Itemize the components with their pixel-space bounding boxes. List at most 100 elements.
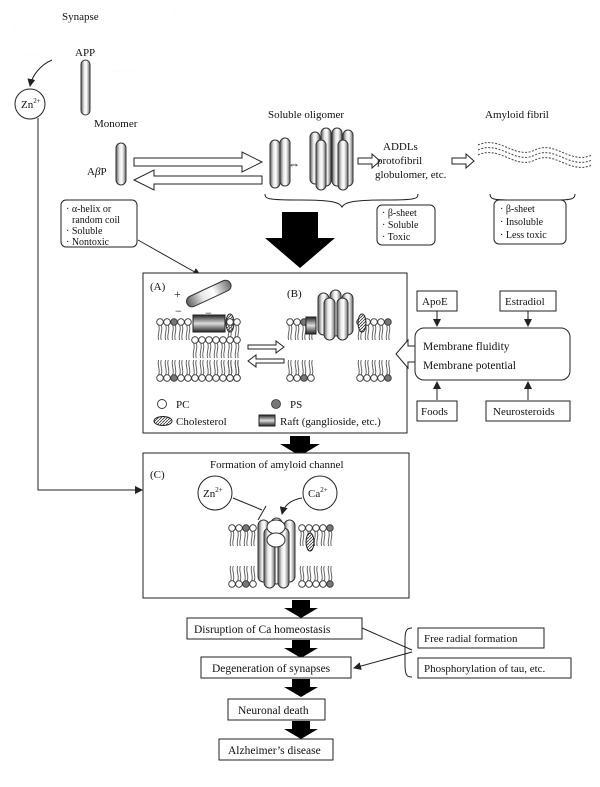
lipid-tail [192,343,195,359]
panel-b-raft [305,316,317,335]
free-radical-label: Free radial formation [424,633,518,645]
lipid-tail [174,359,177,375]
lipid-tail [171,359,174,375]
lipid-tail [320,531,323,547]
lipid-tail [164,359,167,375]
lipid-tail [230,359,233,375]
abp-monomer [115,142,127,186]
lipid-head [286,374,294,382]
lipid-tail [330,531,333,547]
ca-influx-arrow [279,497,303,515]
lipid-head [212,374,220,382]
lipid-tail [301,359,304,375]
lipid-tail [185,359,188,375]
monomer-properties-box [60,199,138,248]
oligomer-exchange-arrow: ⇔ [288,157,300,171]
legend-cholesterol: Cholesterol [176,416,227,428]
lipid-tail [246,531,249,547]
lipid-tail [199,343,202,359]
lipid-head [326,580,334,588]
lipid-head [177,374,185,382]
lipid-tail [160,359,163,375]
lipid-tail [223,359,226,375]
lipid-head [305,524,313,532]
lipid-tail [385,325,388,341]
phosphorylation-label: Phosphorylation of tau, etc. [424,663,546,675]
addls-2: globulomer, etc. [375,169,447,181]
lipid-tail [371,359,374,375]
lipid-tail [367,359,370,375]
phosphorylation-box [417,657,572,679]
lipid-head [205,336,213,344]
panel-a-abp [186,279,232,308]
lipid-tail [290,359,293,375]
minus-charge-2: − [205,306,212,320]
degeneration-box [200,656,352,679]
monomer-to-membrane-arrow [137,239,201,276]
membrane-potential: Membrane potential [423,360,516,372]
lipid-tail [227,343,230,359]
amyloid-fibril-strands [477,142,593,168]
lipid-tail [243,531,246,547]
zn-to-channel-arrow [37,118,143,494]
lipid-tail [206,359,209,375]
lipid-tail [164,325,167,341]
lipid-head [191,336,199,344]
lipid-head [370,374,378,382]
lipid-tail [192,359,195,375]
channel-zn-label: Zn2+ [203,486,223,500]
lipid-head [156,374,164,382]
lipid-tail [371,325,374,341]
lipid-tail [301,325,304,341]
zn-block-bar [257,505,267,521]
lipid-tail [178,359,181,375]
lipid-tail [220,359,223,375]
lipid-head [293,374,301,382]
lipid-head [307,374,315,382]
neurosteroids-label: Neurosteroids [493,406,555,418]
lipid-head [170,374,178,382]
lipid-tail [229,531,232,547]
fibril-properties-box [493,199,567,245]
lipid-head [226,336,234,344]
abp-label: AβP [87,166,107,178]
lipid-head [233,336,241,344]
lipid-head [177,318,185,326]
oligomer-large [309,127,354,191]
lipid-head [219,374,227,382]
lipid-tail [234,343,237,359]
lipid-tail [308,359,311,375]
channel-title: Formation of amyloid channel [210,459,344,471]
lipid-head [198,336,206,344]
soluble-oligomer-label: Soluble oligomer [268,109,344,121]
lipid-tail [237,343,240,359]
lipid-head [305,580,313,588]
lipid-tail [236,565,239,581]
lipid-head [298,524,306,532]
lipid-tail [327,531,330,547]
lipid-tail [206,343,209,359]
lipid-tail [232,565,235,581]
lipid-head [312,580,320,588]
lipid-tail [297,359,300,375]
lipid-head [219,336,227,344]
lipid-head [156,318,164,326]
oligomer-to-addls-arrow [357,152,381,170]
lipid-tail [302,531,305,547]
degeneration-label: Degeneration of synapses [212,663,331,675]
apoe-label: ApoE [422,296,448,308]
factors-to-membrane-arrow [395,338,416,370]
foods-box [416,400,458,422]
oligomer-prop-1: · Soluble [382,220,419,231]
monomer-prop-0: · α-helix or [66,204,112,215]
channel-ca-ion [302,475,338,511]
lipid-head [205,374,213,382]
membrane-fluidity: Membrane fluidity [423,341,510,353]
channel-bilayer [228,524,334,588]
lipid-tail [195,359,198,375]
addls-to-fibril-arrow [451,152,475,170]
lipid-head [184,374,192,382]
legend-ps-icon [271,399,281,409]
lipid-tail [216,343,219,359]
